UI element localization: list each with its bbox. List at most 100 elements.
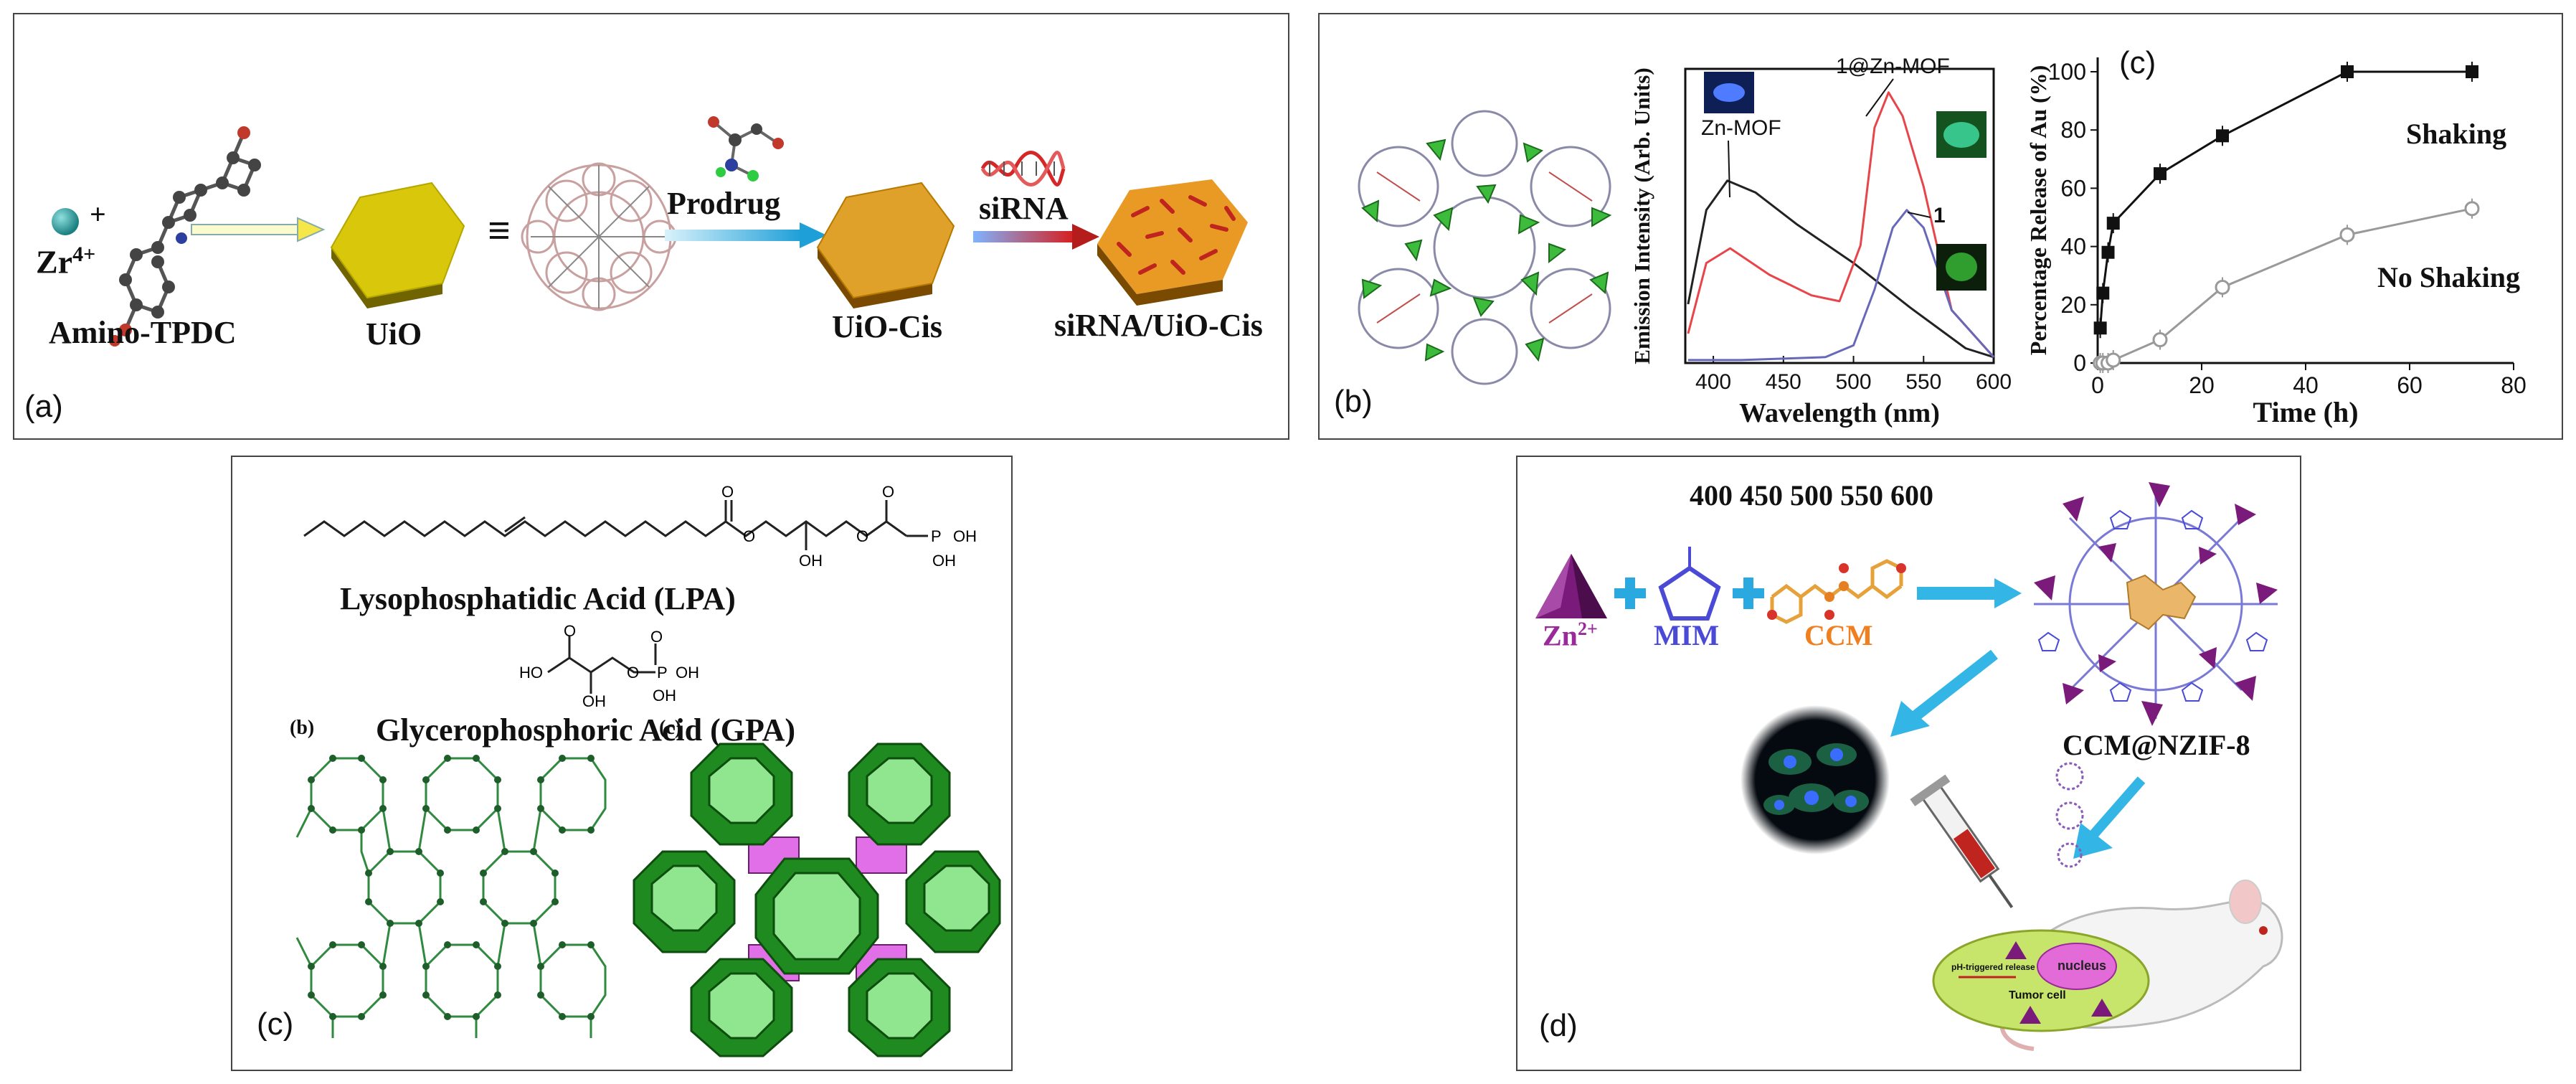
gpa-label: Glycerophosphoric Acid (GPA) — [376, 712, 796, 748]
release-xtick-label-2: 40 — [2293, 372, 2319, 398]
panel-c: O O OH O O P OH OH Lysophosphatidic Acid… — [231, 456, 1013, 1071]
lpa-oh: OH — [799, 552, 823, 570]
lpa-p-o: O — [882, 483, 894, 501]
gpa-o-link: O — [627, 664, 639, 682]
nanoparticles-icon — [2055, 762, 2084, 868]
emission-xtick-label-4: 600 — [1976, 370, 2012, 394]
arrow-down-left-icon — [1890, 649, 1998, 737]
release-ytick-label-2: 40 — [2060, 234, 2086, 260]
release-series-0-point-2 — [2101, 245, 2115, 259]
ph-triggered-label: pH-triggered release — [1951, 962, 2035, 972]
tumor-cell-icon: pH-triggered release nucleus Tumor cell — [1932, 929, 2150, 1032]
prodrug-label: Prodrug — [667, 186, 781, 221]
arrow-2-icon — [665, 222, 827, 248]
release-xtick-label-3: 60 — [2397, 372, 2423, 398]
zr-label: Zr4+ — [36, 242, 96, 281]
panel-a: + Zr4+ Amino-TPDC UiO ≡ — [13, 13, 1289, 440]
prodrug-molecule-icon — [708, 116, 784, 182]
gpa-structure-icon: HO O OH O P O OH OH — [519, 622, 699, 710]
sodalite-net-icon — [295, 755, 607, 1038]
lpa-o-ester: O — [743, 527, 755, 545]
release-ylabel: Percentage Release of Au (%) — [2025, 65, 2051, 356]
gpa-o-carbonyl: O — [564, 622, 576, 640]
panel-c-label: (c) — [257, 1007, 294, 1042]
sirna-uio-cis-label: siRNA/UiO-Cis — [1054, 308, 1263, 343]
gpa-p-oh-2: OH — [653, 687, 676, 704]
release-series-0-point-0 — [2093, 321, 2107, 335]
emission-series-1-line — [1687, 91, 1995, 358]
emission-series-0-line — [1687, 179, 1994, 359]
uio-framework-icon — [521, 162, 677, 311]
release-ytick-label-1: 20 — [2060, 292, 2086, 318]
nzif-framework-icon — [2034, 482, 2278, 726]
gpa-p: P — [657, 664, 668, 682]
release-ytick-label-0: 0 — [2073, 350, 2086, 376]
sirna-label: siRNA — [979, 191, 1069, 226]
zn-label: Zn2+ — [1543, 618, 1598, 652]
lpa-o-carbonyl: O — [721, 483, 734, 501]
release-series-0-point-1 — [2096, 286, 2110, 300]
one-pointer — [1907, 212, 1931, 218]
arrow-1-icon — [191, 217, 326, 242]
uio-cis-label: UiO-Cis — [832, 309, 942, 344]
sub-b-label: (b) — [290, 717, 315, 739]
arrow-right-icon — [1917, 578, 2022, 608]
zn-mof-label: Zn-MOF — [1701, 116, 1781, 140]
zn-mof-pointer — [1728, 140, 1730, 198]
one-glow-icon — [1946, 253, 1977, 281]
release-xtick-label-4: 80 — [2501, 372, 2527, 398]
lpa-structure-icon: O O OH O O P OH OH — [303, 483, 977, 570]
release-series-0-point-5 — [2216, 129, 2229, 143]
sirna-helix-icon — [980, 151, 1066, 187]
sirna-uio-cis-hexagon-icon — [1097, 179, 1248, 306]
release-series-0-point-3 — [2106, 217, 2120, 230]
emission-xlabel: Wavelength (nm) — [1739, 398, 1940, 428]
amino-tpdc-molecule-icon — [109, 126, 261, 347]
arrow-3-icon — [973, 224, 1099, 250]
no-shaking-label: No Shaking — [2377, 261, 2520, 293]
ligand-label: Amino-TPDC — [49, 315, 237, 350]
release-series-0-point-6 — [2341, 65, 2354, 78]
sodalite-cages-icon — [633, 743, 1001, 1057]
one-label: 1 — [1933, 204, 1946, 227]
lpa-p-oh-2: OH — [932, 552, 956, 570]
uio-label: UiO — [366, 316, 422, 352]
mim-label: MIM — [1654, 619, 1720, 651]
one-at-zn-mof-pointer — [1865, 78, 1894, 117]
tumor-cell-label: Tumor cell — [2009, 989, 2066, 1001]
one-at-zn-mof-glow-icon — [1943, 122, 1979, 148]
emission-axes — [1684, 67, 1995, 364]
ccm-label: CCM — [1804, 619, 1873, 651]
gpa-oh: OH — [582, 692, 606, 710]
mim-ring-icon — [1658, 547, 1721, 621]
release-xlabel: Time (h) — [2253, 396, 2358, 428]
release-ytick-label-3: 60 — [2060, 175, 2086, 201]
plus-1-icon — [1614, 578, 1646, 609]
arrow-down-right-icon — [2073, 776, 2146, 859]
panel-b-label: (b) — [1334, 384, 1373, 419]
gpa-p-o: O — [650, 628, 663, 646]
sub-c-label: (c) — [659, 717, 682, 739]
emission-xtick-label-1: 450 — [1766, 370, 1801, 394]
zn-tetrahedron-icon — [1535, 554, 1607, 618]
plus-sign: + — [90, 198, 106, 230]
plus-2-icon — [1733, 578, 1764, 609]
emission-ylabel: Emission Intensity (Arb. Units) — [1629, 67, 1654, 364]
release-ytick-label-5: 100 — [2048, 59, 2086, 85]
emission-xtick-label-0: 400 — [1695, 370, 1731, 394]
release-series-1-point-7 — [2464, 201, 2480, 217]
panel-d: 400 450 500 550 600 Zn2+ MIM CCM — [1516, 456, 2301, 1071]
syringe-icon — [1910, 774, 2014, 908]
gpa-ho: HO — [519, 664, 543, 682]
release-ytick-label-4: 80 — [2060, 117, 2086, 143]
lpa-label: Lysophosphatidic Acid (LPA) — [340, 581, 736, 616]
shaking-label: Shaking — [2406, 118, 2506, 150]
lpa-p: P — [931, 527, 942, 545]
release-xtick-label-0: 0 — [2091, 372, 2104, 398]
release-series-1-point-3 — [2106, 352, 2121, 368]
zn-mof-framework-icon — [1358, 110, 1612, 385]
product-label: CCM@NZIF-8 — [2063, 729, 2250, 761]
numbers-row: 400 450 500 550 600 — [1690, 479, 1933, 512]
